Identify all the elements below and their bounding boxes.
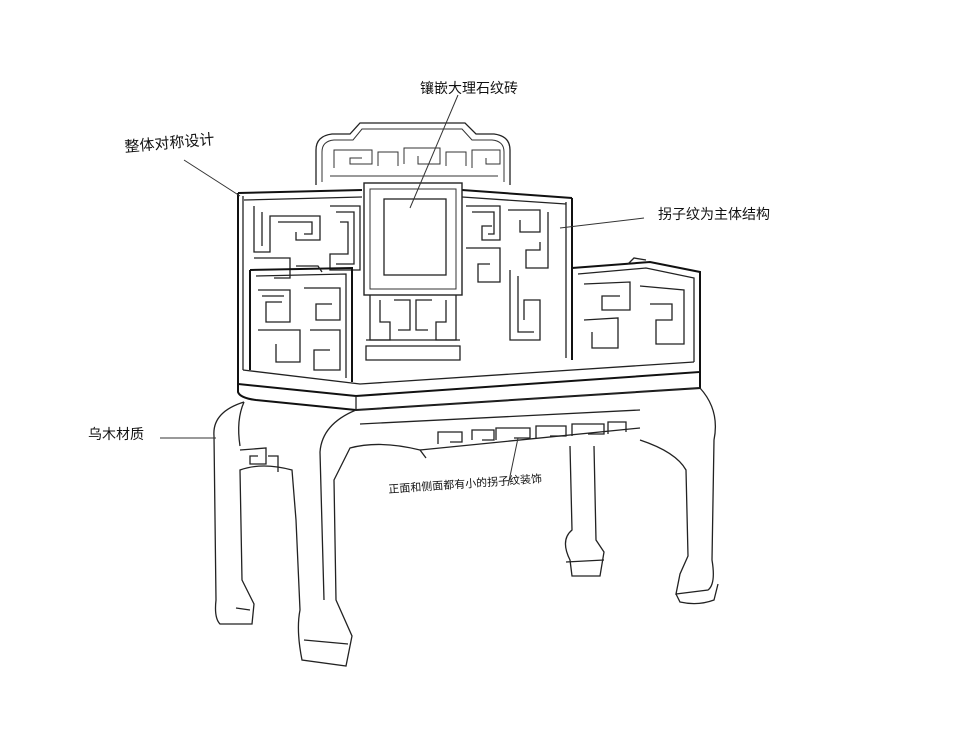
left-arm [249, 265, 353, 382]
seat [237, 361, 701, 412]
leader-lines [160, 94, 645, 487]
leader-symmetry [183, 159, 241, 197]
chair-base [213, 387, 719, 667]
back-left-fret [253, 205, 361, 279]
label-guaizi-pattern: 拐子纹为主体结构 [658, 207, 770, 223]
leader-guaizi [559, 217, 645, 229]
label-marble-tile: 镶嵌大理石纹砖 [420, 81, 518, 97]
label-ebony-material: 乌木材质 [88, 427, 144, 443]
marble-panel [363, 182, 463, 361]
leader-skirt [507, 437, 519, 487]
leader-marble [409, 94, 459, 209]
right-arm [571, 257, 701, 366]
top-crest [315, 122, 511, 185]
back-right-fret [466, 205, 549, 341]
